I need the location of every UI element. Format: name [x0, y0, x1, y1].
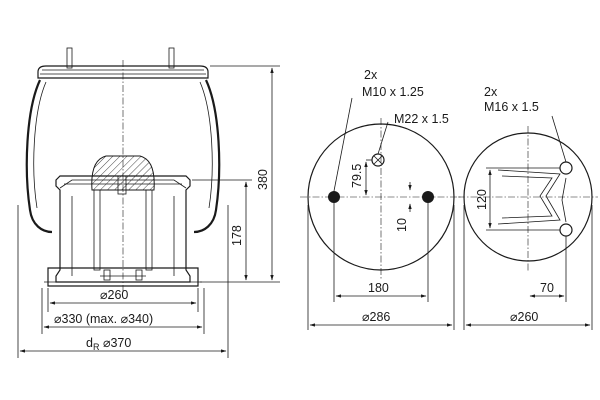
top-plate-diameter: 286: [370, 310, 391, 324]
dim-dia-330: ⌀330 (max. ⌀340): [41, 288, 205, 334]
dia-370-label: dR ⌀370: [86, 336, 131, 352]
dia-260-label: 260: [108, 288, 129, 302]
svg-text:⌀260: ⌀260: [510, 310, 538, 324]
dim-dia-370: dR ⌀370: [17, 205, 229, 358]
dim-height-total: 380: [200, 65, 280, 283]
bottom-bolt-thread: M16 x 1.5: [484, 100, 539, 114]
mounting-bolt-left: [328, 191, 340, 203]
svg-text:⌀260: ⌀260: [100, 288, 128, 302]
piston-bolt-bottom: [559, 223, 573, 237]
mounting-bolt-right: [422, 191, 434, 203]
dim-dia-260: ⌀260: [47, 288, 199, 312]
bottom-bolt-spacing: 120: [475, 189, 489, 210]
bottom-plate-view: 2x M16 x 1.5 120 70 ⌀260: [458, 85, 598, 330]
dim-height-piston: 178: [192, 179, 252, 281]
top-bolt-count: 2x: [364, 68, 378, 82]
top-plate-view: 2x M10 x 1.25 M22 x 1.5 79.5 10 180 ⌀286: [300, 68, 462, 330]
top-studs: [66, 47, 175, 69]
piston-ribs: [497, 169, 567, 225]
air-inlet-thread: M22 x 1.5: [394, 112, 449, 126]
offset-small-label: 10: [395, 218, 409, 232]
air-inlet-marker: [371, 153, 385, 167]
top-bolt-thread: M10 x 1.25: [362, 85, 424, 99]
svg-text:⌀286: ⌀286: [362, 310, 390, 324]
top-bead-plate: [37, 65, 209, 79]
side-view: 380 178 ⌀260 ⌀330 (max. ⌀340) dR ⌀370: [17, 47, 280, 358]
bottom-bolt-count: 2x: [484, 85, 498, 99]
offset-vertical-label: 79.5: [350, 164, 364, 188]
height-total-label: 380: [256, 169, 270, 190]
height-piston-label: 178: [230, 225, 244, 246]
piston-bolt-top: [559, 161, 573, 175]
bolt-spacing-label: 180: [368, 281, 389, 295]
bellow-outline: [25, 79, 53, 234]
bottom-plate-diameter: 260: [518, 310, 539, 324]
dia-330-label: ⌀330 (max. ⌀340): [54, 312, 153, 326]
offset-horizontal-label: 70: [540, 281, 554, 295]
